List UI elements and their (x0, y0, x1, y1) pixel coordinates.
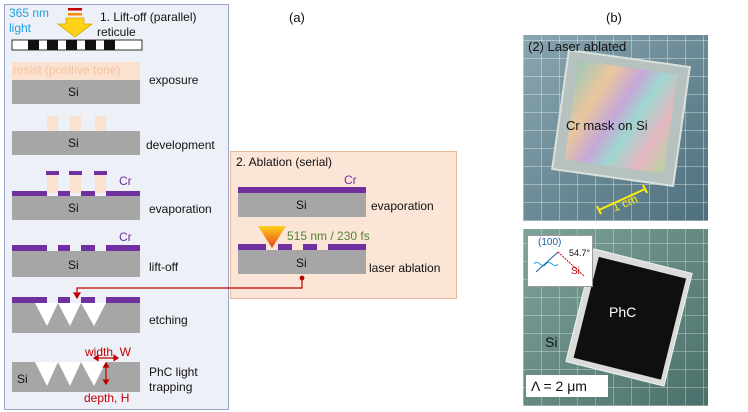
step-exposure: exposure (149, 73, 199, 87)
ablation-title: 2. Ablation (serial) (236, 155, 333, 169)
cr-cap (94, 171, 107, 175)
si-substrate-laser (238, 250, 366, 274)
scale-bar (596, 184, 648, 215)
laser-ablation-label: laser ablation (369, 261, 441, 275)
reticule-mask (11, 39, 143, 51)
photo-laser-ablated (523, 35, 708, 221)
laser-label: 515 nm / 230 fs (287, 229, 370, 243)
cr-label: Cr (344, 173, 357, 187)
width-arrow (92, 354, 120, 362)
step-evaporation: evaporation (149, 202, 212, 216)
panel-a-letter: (a) (289, 10, 305, 25)
depth-label: depth, H (84, 391, 130, 405)
resist-label: resist (positive tone) (13, 63, 121, 77)
mask-label: Cr mask on Si (566, 118, 648, 133)
si-photo-label: Si (545, 334, 558, 350)
connector-arrow (72, 275, 305, 300)
resist-post (95, 116, 106, 131)
crystal-inset (527, 235, 593, 287)
ablation-evaporation: evaporation (371, 199, 434, 213)
crystal-angle-icon (533, 251, 585, 277)
period-label: Λ = 2 μm (531, 378, 587, 394)
light-label-line1: 365 nm (9, 6, 50, 20)
si-label: Si (68, 136, 79, 150)
resist-layer (12, 62, 140, 80)
inset-100: (100) (538, 237, 562, 248)
light-label-line2: light (9, 21, 32, 35)
inset-angle: 54.7° (569, 248, 591, 258)
step-trapping-line2: trapping (149, 380, 193, 394)
step-development: development (146, 138, 215, 152)
step-etching: etching (149, 313, 188, 327)
reticule-label: reticule (97, 25, 136, 39)
liftoff-title: 1. Lift-off (parallel) (100, 10, 197, 24)
phc-label: PhC (609, 304, 637, 320)
step-trapping-line1: PhC light (149, 365, 198, 379)
laser-cone-icon (258, 226, 286, 248)
si-label: Si (68, 85, 79, 99)
cr-label: Cr (119, 230, 132, 244)
step-liftoff: lift-off (149, 260, 179, 274)
si-substrate-evaporation (12, 196, 140, 220)
resist-post (47, 116, 58, 131)
cr-cap (46, 171, 59, 175)
si-label: Si (296, 256, 307, 270)
si-label: Si (296, 198, 307, 212)
period-label-box (526, 375, 608, 397)
width-label: width, W (85, 345, 132, 359)
depth-arrow (102, 361, 110, 386)
cr-label: Cr (119, 174, 132, 188)
si-label: Si (68, 201, 79, 215)
si-substrate-exposure (12, 80, 140, 104)
si-substrate-development (12, 131, 140, 155)
resist-post (70, 116, 81, 131)
cr-cap (69, 171, 82, 175)
si-label: Si (17, 372, 28, 386)
photo-top-caption: (2) Laser ablated (528, 39, 627, 54)
light-arrow-icon (56, 8, 94, 38)
ablation-panel (230, 151, 457, 299)
si-substrate-ablation-evaporation (238, 193, 366, 217)
si-substrate-liftoff (12, 251, 140, 277)
si-label: Si (68, 258, 79, 272)
inset-si: Si (571, 266, 580, 277)
panel-b-letter: (b) (606, 10, 622, 25)
